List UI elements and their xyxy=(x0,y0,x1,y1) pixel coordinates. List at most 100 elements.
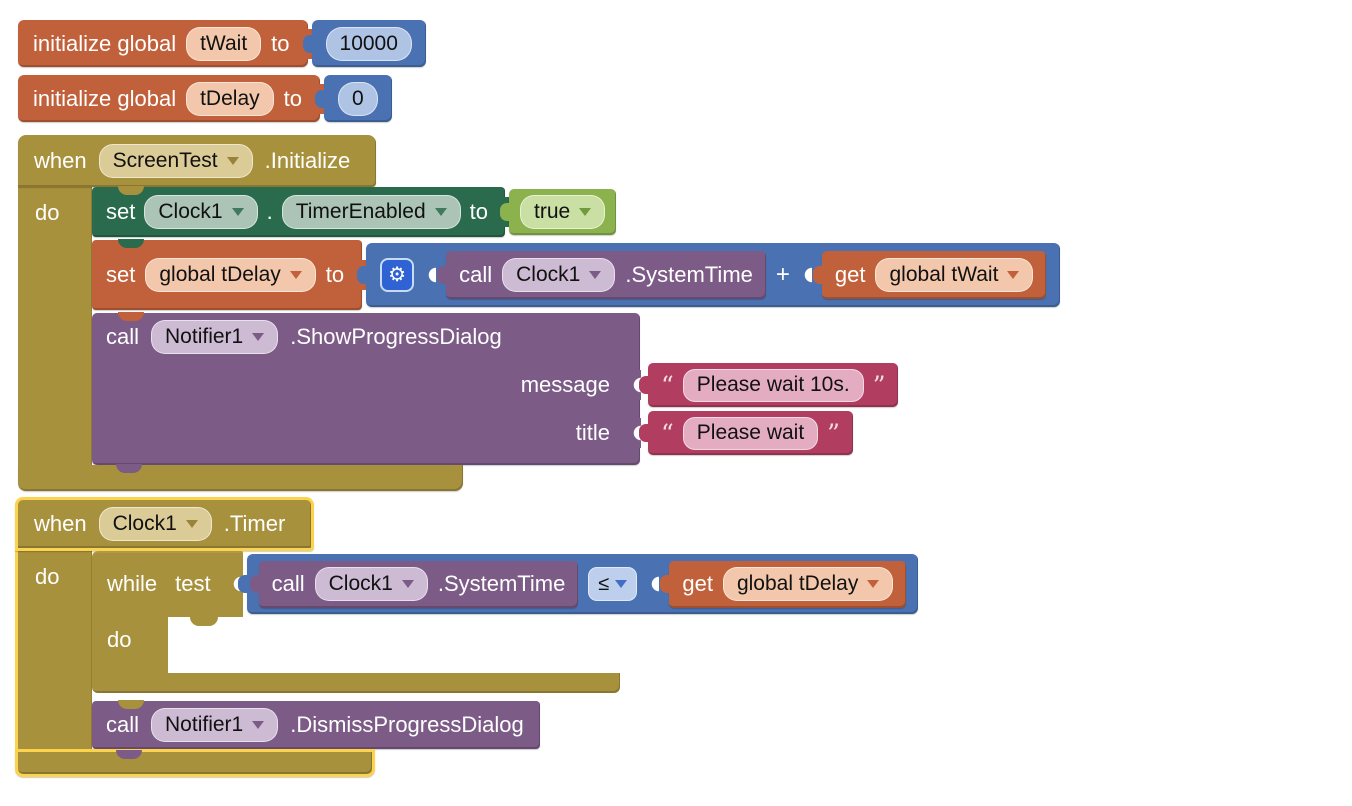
connector-bump xyxy=(118,186,144,195)
to-label: to xyxy=(325,262,345,287)
dropdown-arrow-icon xyxy=(185,520,198,528)
statement-while-block[interactable]: while test call Clock1 .Sys xyxy=(92,551,919,693)
property-dropdown[interactable]: TimerEnabled xyxy=(281,195,461,229)
component-dropdown[interactable]: Clock1 xyxy=(98,507,212,541)
connector-bump xyxy=(118,239,144,248)
init-keyword: initialize global xyxy=(33,30,177,56)
call-label: call xyxy=(459,262,493,287)
statement-dismiss-progress-dialog[interactable]: call Notifier1 .DismissProgressDialog xyxy=(92,700,540,749)
block-when-screentest-initialize[interactable]: when ScreenTest .Initialize do set Clock… xyxy=(18,135,1061,491)
statement-set-tdelay[interactable]: set global tDelay to ⚙ call xyxy=(92,239,1061,310)
variable-dropdown[interactable]: global tWait xyxy=(875,258,1034,292)
component-dropdown[interactable]: Notifier1 xyxy=(151,320,279,354)
dropdown-arrow-icon xyxy=(615,580,628,588)
init-keyword: initialize global xyxy=(33,85,177,111)
event-block-footer xyxy=(15,749,375,777)
math-plus-block[interactable]: ⚙ call Clock1 .SystemTime + xyxy=(366,243,1061,307)
string-block-title[interactable]: “ Please wait ” xyxy=(648,411,853,455)
string-field[interactable]: Please wait xyxy=(682,416,819,450)
variable-name-field[interactable]: tWait xyxy=(186,26,262,61)
dropdown-arrow-icon xyxy=(252,333,265,341)
number-field[interactable]: 10000 xyxy=(325,26,412,61)
method-name: .SystemTime xyxy=(625,262,753,287)
variable-name-field[interactable]: tDelay xyxy=(186,81,274,116)
when-label: when xyxy=(34,511,87,536)
call-systemtime-block[interactable]: call Clock1 .SystemTime xyxy=(446,251,766,299)
block-init-global-twait[interactable]: initialize global tWait to 10000 xyxy=(18,20,426,67)
dropdown-arrow-icon xyxy=(434,208,447,216)
dropdown-arrow-icon xyxy=(226,157,239,165)
component-dropdown[interactable]: ScreenTest xyxy=(98,144,253,178)
open-quote: “ xyxy=(661,370,674,400)
statement-set-timerenabled[interactable]: set Clock1 . TimerEnabled to xyxy=(92,186,617,237)
param-label: title xyxy=(575,420,610,445)
event-name: .Initialize xyxy=(264,148,351,173)
method-name: .SystemTime xyxy=(437,571,566,596)
connector-bump xyxy=(116,464,142,473)
variable-dropdown[interactable]: global tDelay xyxy=(145,258,316,292)
connector-bump xyxy=(118,312,144,321)
logic-true-block[interactable]: true xyxy=(509,189,617,235)
block-when-clock1-timer[interactable]: when Clock1 .Timer do while test xyxy=(15,497,919,777)
component-dropdown[interactable]: Clock1 xyxy=(314,567,428,601)
do-label: do xyxy=(35,564,60,589)
when-label: when xyxy=(34,148,87,173)
dropdown-arrow-icon xyxy=(289,271,302,279)
call-label: call xyxy=(271,571,305,596)
dropdown-arrow-icon xyxy=(579,208,592,216)
component-dropdown[interactable]: Clock1 xyxy=(144,195,258,229)
component-dropdown[interactable]: Clock1 xyxy=(502,258,616,292)
call-label: call xyxy=(106,712,140,737)
variable-dropdown[interactable]: global tDelay xyxy=(722,567,894,601)
get-label: get xyxy=(834,262,866,287)
do-label: do xyxy=(35,200,60,225)
dropdown-arrow-icon xyxy=(589,271,602,279)
block-init-global-tdelay[interactable]: initialize global tDelay to 0 xyxy=(18,75,392,122)
operand-socket xyxy=(647,569,660,599)
call-systemtime-block[interactable]: call Clock1 .SystemTime xyxy=(258,560,579,608)
to-label: to xyxy=(271,30,290,56)
condition-socket xyxy=(228,569,241,599)
get-twait-block[interactable]: get global tWait xyxy=(821,251,1047,299)
do-spine: do xyxy=(15,551,92,749)
number-field[interactable]: 0 xyxy=(337,81,378,116)
true-dropdown[interactable]: true xyxy=(520,195,606,229)
while-label: while xyxy=(107,571,158,596)
component-dropdown[interactable]: Notifier1 xyxy=(151,708,279,742)
statement-show-progress-dialog[interactable]: call Notifier1 .ShowProgressDialog messa… xyxy=(92,312,899,465)
string-block-message[interactable]: “ Please wait 10s. ” xyxy=(648,363,899,407)
dropdown-arrow-icon xyxy=(231,208,244,216)
do-label: do xyxy=(107,627,132,652)
number-block[interactable]: 10000 xyxy=(311,20,426,67)
while-test-header[interactable]: while test xyxy=(92,551,243,617)
dropdown-arrow-icon xyxy=(1007,271,1020,279)
get-label: get xyxy=(682,571,713,596)
value-socket xyxy=(629,418,641,448)
gear-icon[interactable]: ⚙ xyxy=(380,258,415,292)
set-label: set xyxy=(106,262,136,287)
string-field[interactable]: Please wait 10s. xyxy=(682,368,864,402)
event-block-header[interactable]: when Clock1 .Timer xyxy=(15,497,315,551)
open-quote: “ xyxy=(661,418,674,448)
while-do-spine: do xyxy=(92,617,168,673)
connector-bump xyxy=(118,700,144,709)
param-row-title: title “ Please wait ” xyxy=(92,409,853,457)
dropdown-arrow-icon xyxy=(867,580,880,588)
param-row-message: message “ Please wait 10s. ” xyxy=(92,361,899,409)
test-label: test xyxy=(175,571,211,596)
operand-socket xyxy=(799,260,812,290)
value-socket xyxy=(629,370,641,400)
number-block[interactable]: 0 xyxy=(323,75,392,122)
comparison-block[interactable]: call Clock1 .SystemTime ≤ xyxy=(246,554,919,614)
get-tdelay-block[interactable]: get global tDelay xyxy=(669,560,907,608)
do-spine: do xyxy=(18,187,92,465)
operator-dropdown[interactable]: ≤ xyxy=(588,567,638,601)
plus-operator: + xyxy=(775,261,790,288)
call-label: call xyxy=(106,324,140,349)
connector-bump xyxy=(116,750,142,759)
to-label: to xyxy=(469,199,488,224)
empty-statement-socket[interactable] xyxy=(190,617,218,626)
event-block-header[interactable]: when ScreenTest .Initialize xyxy=(18,135,377,187)
param-label: message xyxy=(520,372,610,397)
